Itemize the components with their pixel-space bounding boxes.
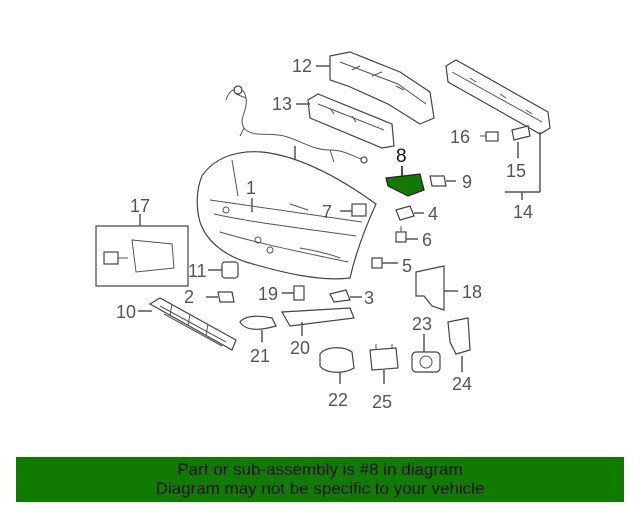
part-25-bracket <box>369 344 399 371</box>
part-6-screw <box>395 226 407 243</box>
part-23-sensor <box>411 351 441 373</box>
callout-18: 18 <box>462 282 482 302</box>
callout-2: 2 <box>184 287 194 307</box>
part-4-clip <box>395 205 415 221</box>
callout-7: 7 <box>322 202 332 222</box>
callout-14: 14 <box>513 202 533 222</box>
callout-13: 13 <box>272 94 292 114</box>
part-17-license-bracket <box>95 225 189 287</box>
part-15-bracket <box>511 125 531 141</box>
callout-24: 24 <box>452 374 472 394</box>
callout-20: 20 <box>290 338 310 358</box>
part-2-clip <box>217 291 235 303</box>
banner-line-1: Part or sub-assembly is #8 in diagram <box>177 460 463 479</box>
part-21-wire <box>239 315 277 330</box>
part-7-clip <box>351 203 367 217</box>
callout-1: 1 <box>246 178 256 198</box>
callout-25: 25 <box>372 392 392 412</box>
part-20-molding <box>280 307 355 327</box>
callout-15: 15 <box>506 161 526 181</box>
callout-17: 17 <box>130 196 150 216</box>
callout-10: 10 <box>116 302 136 322</box>
callout-5: 5 <box>402 256 412 276</box>
part-12-absorber <box>329 51 435 125</box>
part-5-screw <box>371 257 383 269</box>
callout-21: 21 <box>250 346 270 366</box>
callout-23: 23 <box>412 314 432 334</box>
callout-8: 8 <box>396 146 407 167</box>
part-18-bracket <box>415 265 445 311</box>
part-10-grille <box>148 297 237 351</box>
part-24-bracket <box>447 317 471 355</box>
callout-11: 11 <box>188 261 207 281</box>
callout-6: 6 <box>422 230 432 250</box>
part-14-reinforcement <box>445 59 551 135</box>
part-26-wire-harness <box>225 85 368 164</box>
part-info-banner: Part or sub-assembly is #8 in diagram Di… <box>16 457 624 502</box>
part-1-bumper-cover <box>196 151 377 280</box>
callout-16: 16 <box>450 127 470 147</box>
callout-3: 3 <box>364 288 374 308</box>
callout-22: 22 <box>328 390 348 410</box>
part-16-bolt <box>480 131 499 142</box>
banner-line-2: Diagram may not be specific to your vehi… <box>155 479 485 498</box>
part-3-clip <box>329 289 351 303</box>
part-22-lamp <box>319 347 355 373</box>
parts-diagram: 12 14 13 26 16 15 8 9 <box>95 51 551 412</box>
callout-12: 12 <box>292 56 312 76</box>
part-13-absorber <box>307 93 395 149</box>
part-9-clip <box>429 175 447 187</box>
callout-9: 9 <box>462 172 472 192</box>
part-11-cap <box>221 261 239 279</box>
callout-19: 19 <box>258 284 278 304</box>
part-19-clip <box>293 285 305 301</box>
part-8-bracket-highlighted <box>385 173 425 197</box>
callout-4: 4 <box>428 204 438 224</box>
